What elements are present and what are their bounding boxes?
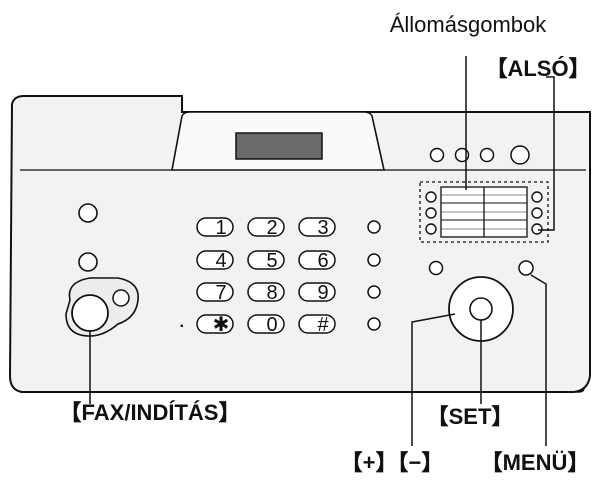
station-button-2[interactable] [425, 207, 437, 219]
keypad-key[interactable]: 7 [196, 282, 234, 304]
keypad-key-label: 8 [266, 282, 277, 304]
keypad-key-label: 4 [215, 250, 226, 272]
station-button-1[interactable] [425, 191, 437, 203]
keypad-key-shape[interactable] [196, 314, 234, 334]
keypad-key-label: 0 [266, 314, 277, 336]
keypad-key-label: ✱ [213, 314, 230, 336]
top-button-3[interactable] [479, 147, 495, 163]
keypad-key-label: 3 [317, 217, 328, 239]
keypad-side-button-1[interactable] [367, 220, 381, 234]
keypad-key[interactable]: 4 [196, 250, 234, 272]
keypad-key-label: 6 [317, 250, 328, 272]
keypad-key-shape[interactable] [247, 282, 285, 302]
station-button-6[interactable] [531, 223, 543, 235]
keypad-key-shape[interactable] [196, 217, 234, 237]
station-buttons-label: Állomásgombok [390, 12, 548, 37]
keypad-key-shape[interactable] [247, 250, 285, 270]
station-buttons-panel [419, 181, 549, 243]
keypad-key[interactable]: 0 [247, 314, 285, 336]
keypad-key[interactable]: 8 [247, 282, 285, 304]
keypad-key-label: 9 [317, 282, 328, 304]
keypad-key[interactable]: 2 [247, 217, 285, 239]
station-button-3[interactable] [425, 223, 437, 235]
left-of-navigator-button[interactable] [428, 260, 444, 276]
top-button-4[interactable] [510, 145, 530, 165]
keypad-key[interactable]: 6 [298, 250, 336, 272]
keypad-key[interactable]: 5 [247, 250, 285, 272]
keypad-key-shape[interactable] [196, 282, 234, 302]
fax-front-edge [20, 387, 585, 393]
fax-start-side-button[interactable] [112, 289, 130, 307]
keypad-key[interactable]: 9 [298, 282, 336, 304]
plus-minus-label: 【+】【−】 [341, 450, 444, 475]
keypad-key[interactable]: 1 [196, 217, 234, 239]
top-button-1[interactable] [429, 147, 445, 163]
keypad-key-shape[interactable] [298, 282, 336, 302]
fax-start-button-group [65, 277, 139, 337]
keypad-key-label: 7 [215, 282, 226, 304]
station-button-4[interactable] [531, 191, 543, 203]
keypad-key-label: 5 [266, 250, 277, 272]
keypad-key-shape[interactable] [298, 250, 336, 270]
menu-label: 【MENÜ】 [481, 450, 590, 475]
lower-label: 【ALSÓ】 [485, 56, 590, 81]
left-button-lower[interactable] [78, 252, 98, 272]
fax-start-label: 【FAX/INDÍTÁS】 [60, 400, 241, 425]
keypad-key-shape[interactable] [247, 314, 285, 334]
lcd-display [235, 132, 323, 160]
keypad-side-button-4[interactable] [367, 317, 381, 331]
set-button[interactable] [469, 297, 493, 321]
menu-button[interactable] [518, 260, 534, 276]
callout-lines [89, 56, 555, 446]
dial-keypad: 1 2 3 4 5 6 7 8 9 ✱ 0 # [196, 217, 336, 336]
keypad-key-shape[interactable] [196, 250, 234, 270]
keypad-key-shape[interactable] [247, 217, 285, 237]
keypad-key-label: # [317, 314, 329, 336]
keypad-key-label: 2 [266, 217, 277, 239]
keypad-side-button-2[interactable] [367, 253, 381, 267]
keypad-side-button-3[interactable] [367, 285, 381, 299]
keypad-key-label: 1 [215, 217, 226, 239]
keypad-key[interactable]: 3 [298, 217, 336, 239]
keypad-key-shape[interactable] [298, 217, 336, 237]
station-button-5[interactable] [531, 207, 543, 219]
set-label: 【SET】 [427, 404, 514, 429]
keypad-key[interactable]: ✱ [196, 314, 234, 336]
left-button-upper[interactable] [78, 203, 98, 223]
keypad-key-shape[interactable] [298, 314, 336, 334]
keypad-key[interactable]: # [298, 314, 336, 336]
keypad-dot: ▪ [180, 321, 184, 332]
fax-start-button[interactable] [71, 294, 109, 332]
